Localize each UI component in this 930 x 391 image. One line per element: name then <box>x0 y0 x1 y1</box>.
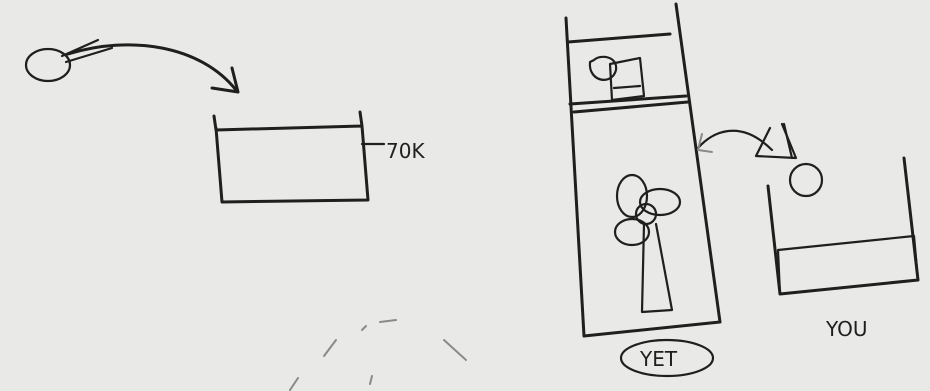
flower-icon <box>615 175 680 312</box>
box-label: 70K <box>362 139 425 163</box>
svg-text:YOU: YOU <box>825 317 868 341</box>
target-box <box>214 112 368 202</box>
trophy-icon <box>590 57 644 100</box>
svg-text:70K: 70K <box>386 139 425 163</box>
tower-label: YET <box>621 340 713 376</box>
throw-arc-arrow <box>68 45 238 92</box>
reach-arrow <box>698 131 772 152</box>
faint-sketch-marks <box>290 320 466 390</box>
person-icon <box>756 124 822 196</box>
basket-label: YOU <box>825 317 868 341</box>
svg-text:YET: YET <box>639 347 678 371</box>
